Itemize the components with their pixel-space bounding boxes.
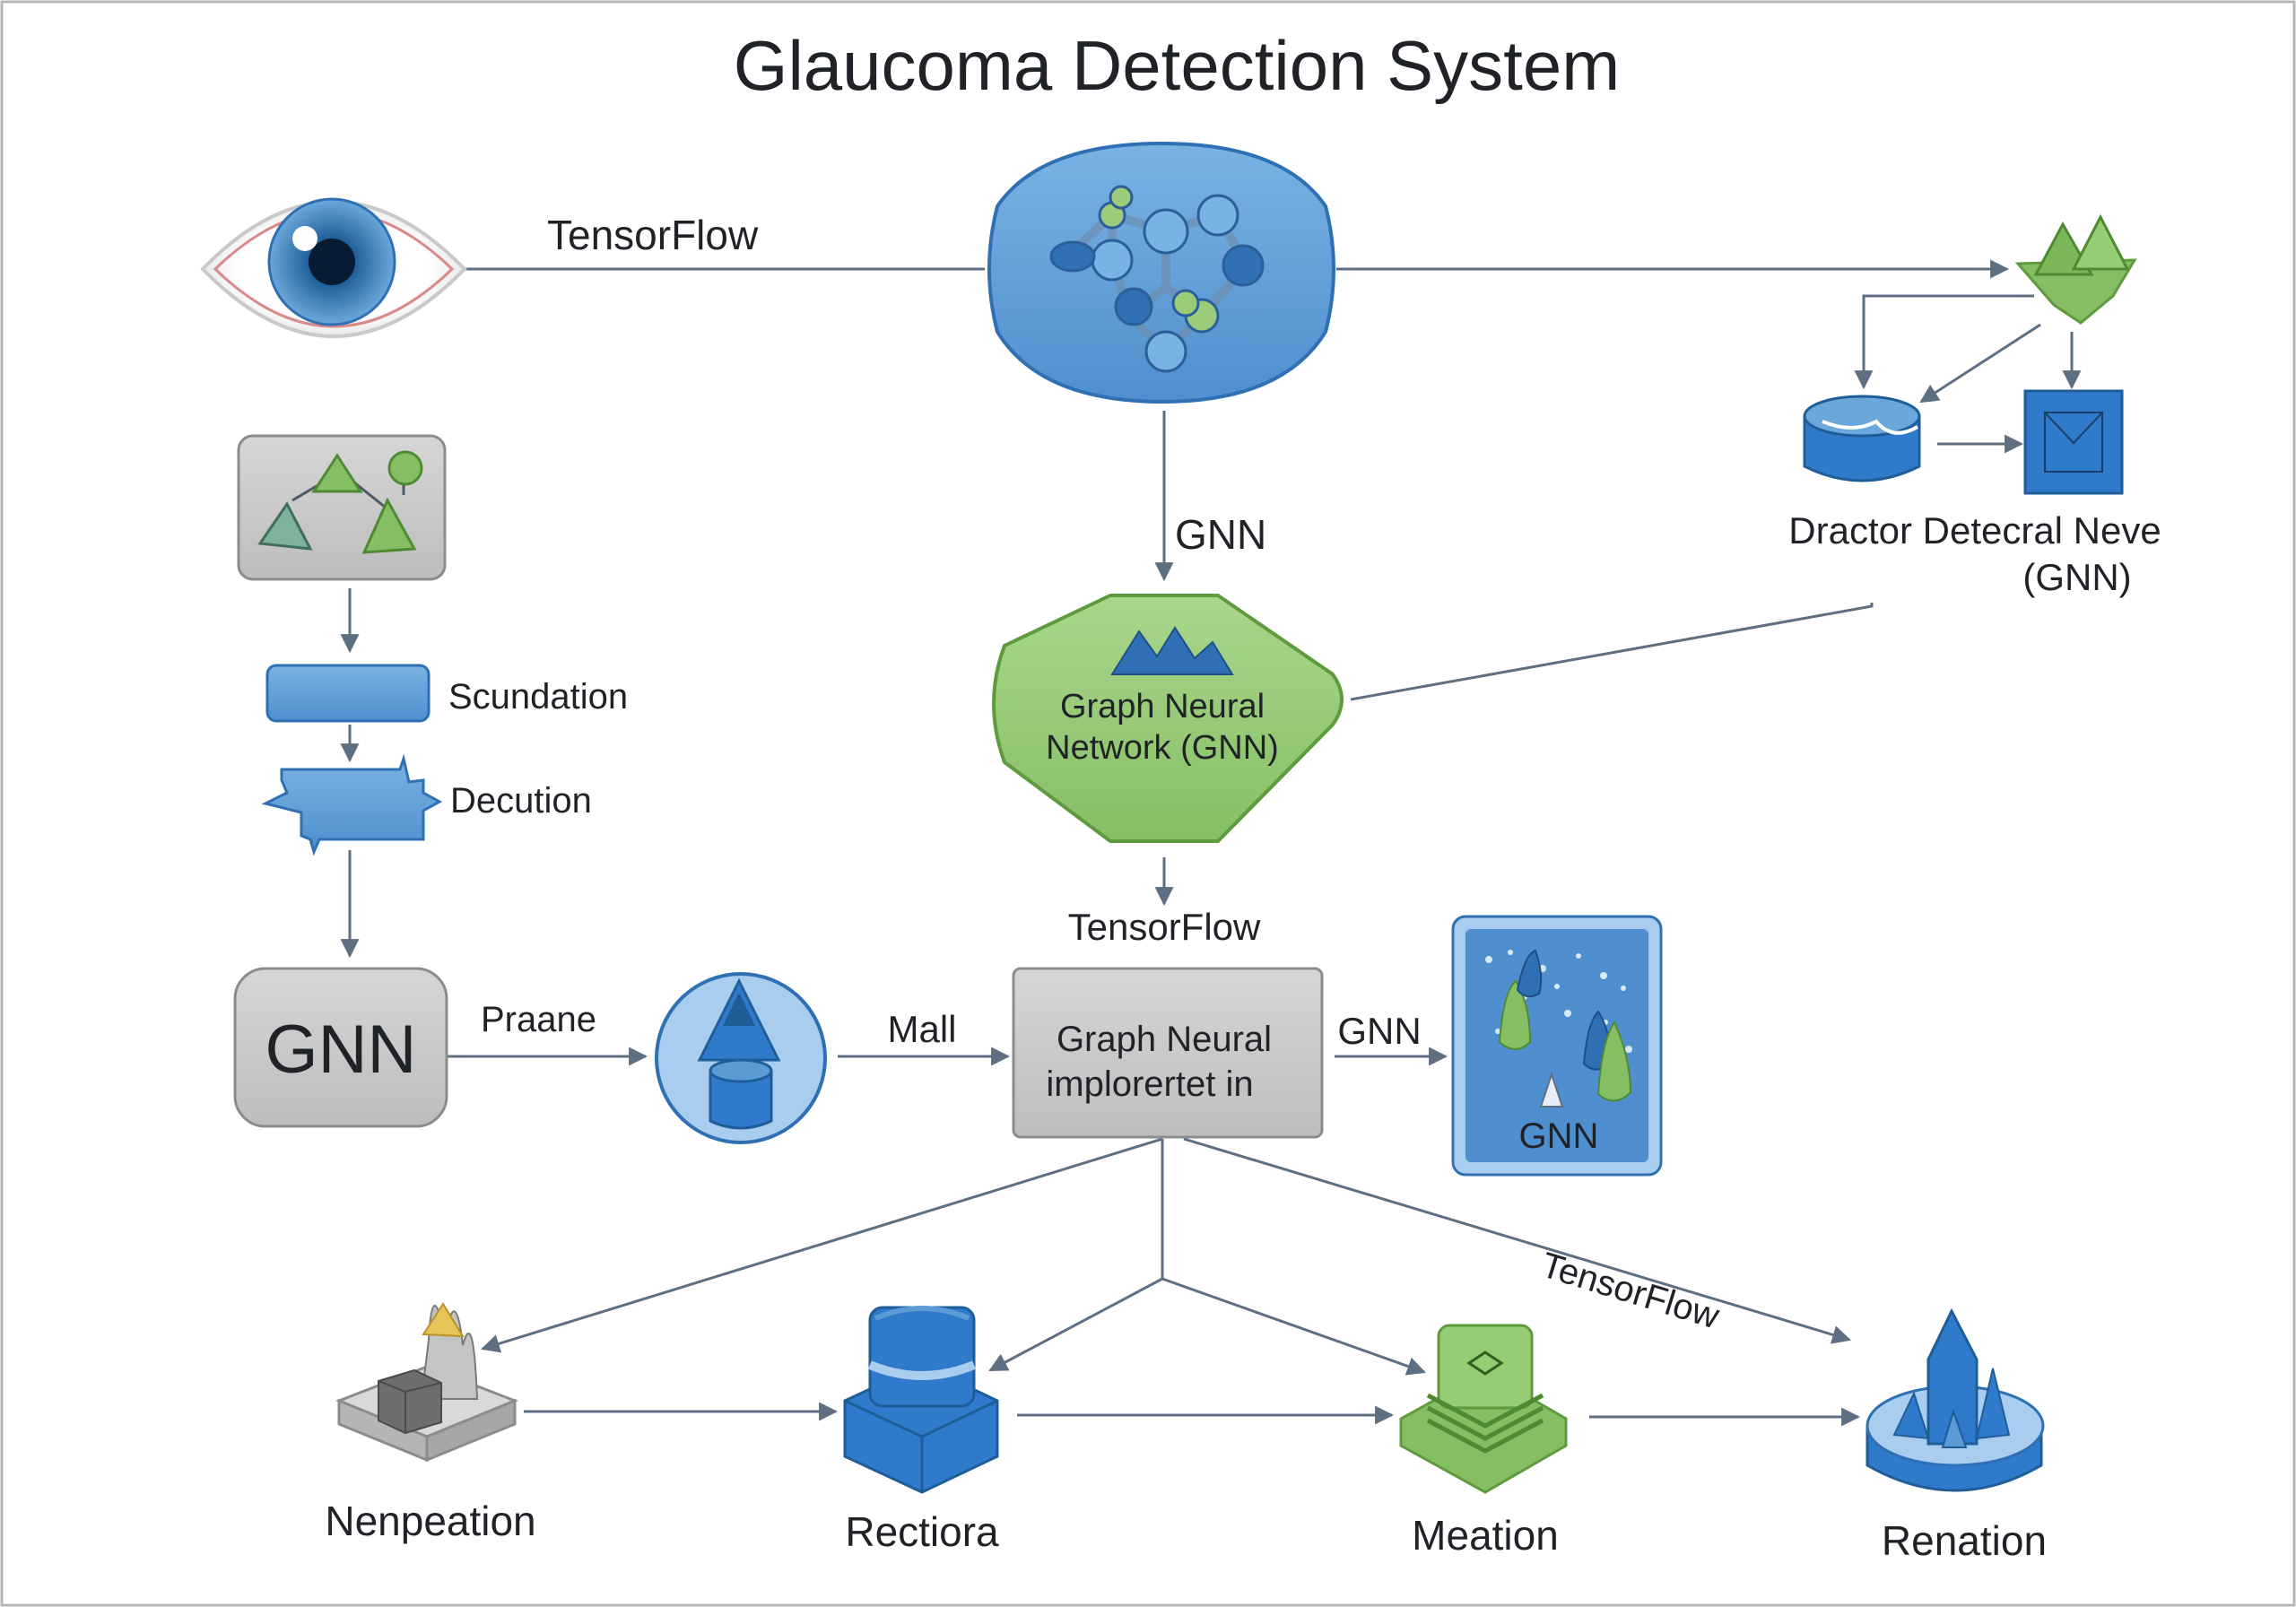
map-panel: [1451, 915, 1663, 1177]
gnn-hexagon-node: [992, 594, 1344, 843]
edge-dractor-to-gnn-hex: [1350, 603, 1874, 701]
edge-tri-to-disc: [1854, 294, 2034, 390]
rectiora-label: Rectiora: [845, 1508, 999, 1555]
impl-label-line2: implorertet in: [1046, 1064, 1253, 1104]
renation-label: Renation: [1882, 1517, 2047, 1564]
nenpeation-label: Nenpeation: [325, 1498, 535, 1544]
meation-icon: [1399, 1324, 1568, 1494]
database-disc-icon: [1803, 395, 1921, 482]
tensorflow-label-mid: TensorFlow: [1068, 906, 1261, 948]
scundation-label: Scundation: [448, 677, 628, 717]
eye-icon: [200, 197, 467, 338]
gnn-arrow-label: GNN: [1337, 1010, 1421, 1052]
dractor-label-line2: (GNN): [2022, 556, 2131, 598]
scundation-box: [265, 664, 430, 723]
mountain-icon: [1110, 626, 1234, 675]
gnn-hex-label-line1: Graph Neural: [1060, 688, 1265, 725]
cone-cylinder-icon: [655, 972, 827, 1144]
blue-square-icon: [2023, 389, 2124, 495]
shapes-icon-box: [237, 434, 447, 581]
triangles-icon: [2014, 213, 2137, 325]
edges: [340, 259, 2082, 1427]
gnn-label-down: GNN: [1175, 511, 1266, 558]
gnn-hex-label-line2: Network (GNN): [1046, 729, 1279, 767]
edge-stem-to-meation: [1161, 1277, 1426, 1376]
edge-stem-to-rectiora: [988, 1277, 1163, 1372]
diagram-title: Glaucoma Detection System: [734, 26, 1620, 105]
rectiora-icon: [843, 1306, 999, 1494]
gnn-panel-label: GNN: [1519, 1116, 1599, 1156]
impl-label-line1: Graph Neural: [1057, 1020, 1272, 1059]
edge-impl-to-nenpeation: [480, 1137, 1163, 1353]
edge-tri-to-disc-diag: [1919, 323, 2041, 404]
mall-label: Mall: [887, 1008, 956, 1050]
meation-label: Meation: [1412, 1512, 1559, 1559]
decution-label: Decution: [450, 781, 592, 821]
gnn-box: [233, 967, 448, 1128]
graph-network-icon: [987, 141, 1335, 404]
dractor-label-line1: Dractor Detecral Neve: [1788, 509, 2161, 552]
renation-icon: [1866, 1307, 2045, 1492]
edge-impl-to-renation: [1183, 1137, 1852, 1344]
decution-shape: [261, 753, 443, 856]
praane-label: Praane: [481, 1000, 596, 1039]
gnn-box-label: GNN: [265, 1012, 417, 1088]
graph-neural-impl-box: [1012, 967, 1324, 1139]
tensorflow-label-top: TensorFlow: [547, 212, 759, 258]
nenpeation-icon: [335, 1302, 519, 1463]
